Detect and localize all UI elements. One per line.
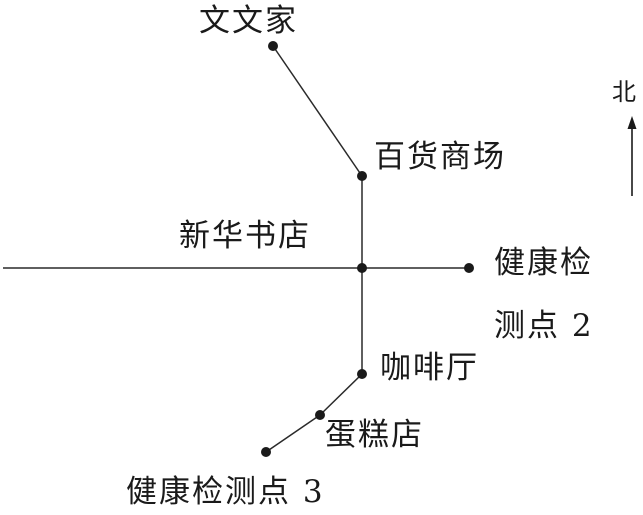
label-xinhua-bookstore: 新华书店 — [179, 218, 311, 254]
point-cafe — [357, 369, 367, 379]
label-health-check-2-line1: 健康检 — [494, 245, 593, 281]
label-health-check-3: 健康检测点 3 — [126, 474, 325, 510]
label-cafe: 咖啡厅 — [380, 350, 479, 386]
point-bakery — [315, 410, 325, 420]
road-bakery-to-check3 — [265, 414, 321, 453]
compass-north-label: 北 — [612, 78, 636, 106]
road-home-to-store — [272, 45, 363, 177]
label-health-check-2-line2: 测点 2 — [494, 308, 594, 344]
point-wenwen-home — [268, 41, 278, 51]
label-wenwen-home: 文文家 — [199, 3, 298, 39]
point-health-check-3 — [261, 447, 271, 457]
point-health-check-2 — [464, 263, 474, 273]
label-department-store: 百货商场 — [374, 139, 506, 175]
road-cafe-to-bakery — [319, 373, 363, 416]
label-bakery: 蛋糕店 — [325, 417, 424, 453]
point-department-store — [357, 171, 367, 181]
point-xinhua-bookstore — [357, 263, 367, 273]
north-arrow-icon — [627, 116, 637, 196]
